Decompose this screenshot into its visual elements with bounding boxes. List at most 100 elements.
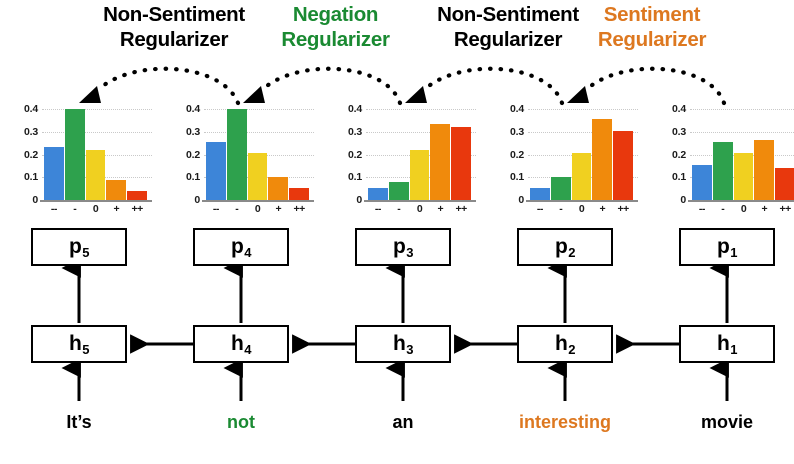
y-tick-label: 0.1 xyxy=(348,171,362,184)
hidden-box-h1[interactable]: h1 xyxy=(679,325,775,363)
bar-neutral xyxy=(571,153,592,200)
x-axis-p2: ---0+++ xyxy=(530,203,633,215)
y-tick-label: 0.1 xyxy=(672,171,686,184)
bar-plusplus xyxy=(451,127,471,200)
x-axis-p5: ---0+++ xyxy=(44,203,147,215)
plot-area-p1 xyxy=(688,98,794,202)
x-tick-label: -- xyxy=(212,203,219,215)
input-word-4: interesting xyxy=(518,412,612,432)
x-tick-label: 0 xyxy=(92,203,99,215)
y-tick-label: 0.1 xyxy=(24,171,38,184)
x-tick-label: ++ xyxy=(779,203,791,215)
gridline xyxy=(204,109,314,111)
bar-group-p5 xyxy=(44,100,147,200)
output-box-p2[interactable]: p2 xyxy=(517,228,613,266)
node-label: h1 xyxy=(716,332,738,357)
x-tick-label: - xyxy=(721,203,725,215)
x-tick-label: ++ xyxy=(455,203,467,215)
output-box-p4[interactable]: p4 xyxy=(193,228,289,266)
x-tick-label: -- xyxy=(50,203,57,215)
x-tick-label: - xyxy=(235,203,239,215)
input-word-1: It’s xyxy=(66,412,92,432)
y-tick-label: 0.3 xyxy=(348,125,362,138)
bar-neutral xyxy=(85,150,106,200)
y-tick-label: 0 xyxy=(356,194,362,206)
regularizer-caption-sentiment: Sentiment Regularizer xyxy=(577,2,727,52)
x-axis-line xyxy=(688,200,794,202)
bar-plus xyxy=(430,123,451,200)
bar-minus xyxy=(550,177,571,200)
caption-line-1: Sentiment xyxy=(603,3,701,26)
bar-group-p3 xyxy=(368,100,471,200)
y-axis-p3: 0.4 0.3 0.2 0.1 0 xyxy=(332,98,365,206)
x-tick-label: 0 xyxy=(740,203,747,215)
x-tick-label: -- xyxy=(698,203,705,215)
hidden-box-h3[interactable]: h3 xyxy=(355,325,451,363)
y-tick-label: 0.1 xyxy=(510,171,524,184)
x-tick-label: - xyxy=(559,203,563,215)
bar-neutral xyxy=(733,153,754,200)
gridline xyxy=(366,131,476,133)
x-tick-label: + xyxy=(275,203,282,215)
input-word-3: an xyxy=(392,412,414,432)
plot-area-p2 xyxy=(526,98,638,202)
plot-area-p5 xyxy=(40,98,152,202)
output-box-p1[interactable]: p1 xyxy=(679,228,775,266)
gridline xyxy=(690,109,794,111)
x-tick-label: - xyxy=(73,203,77,215)
bar-neutral xyxy=(409,150,430,200)
regularizer-caption-non-sentiment-2: Non-Sentiment Regularizer xyxy=(398,2,618,52)
y-tick-label: 0.3 xyxy=(186,125,200,138)
bar-minus xyxy=(64,109,85,200)
x-tick-label: 0 xyxy=(254,203,261,215)
output-box-p3[interactable]: p3 xyxy=(355,228,451,266)
bar-plusplus xyxy=(775,168,794,200)
x-axis-line xyxy=(202,200,314,202)
node-label: h2 xyxy=(554,332,576,357)
hidden-box-h2[interactable]: h2 xyxy=(517,325,613,363)
caption-line-1: Non-Sentiment xyxy=(437,3,579,26)
x-axis-line xyxy=(40,200,152,202)
x-tick-label: - xyxy=(397,203,401,215)
y-tick-label: 0.3 xyxy=(672,125,686,138)
gridline xyxy=(690,131,794,133)
hidden-box-h4[interactable]: h4 xyxy=(193,325,289,363)
x-tick-label: ++ xyxy=(617,203,629,215)
bar-minusminus xyxy=(530,187,550,200)
bar-minus xyxy=(712,142,733,200)
node-label: h5 xyxy=(68,332,90,357)
x-tick-label: 0 xyxy=(416,203,423,215)
x-tick-label: + xyxy=(761,203,768,215)
x-tick-label: -- xyxy=(536,203,543,215)
bar-plusplus xyxy=(127,190,147,200)
input-word-2: not xyxy=(227,412,255,432)
bar-plus xyxy=(106,179,127,200)
node-label: p3 xyxy=(392,235,414,260)
node-label: p1 xyxy=(716,235,738,260)
caption-line-2: Regularizer xyxy=(281,28,390,51)
y-tick-label: 0.2 xyxy=(510,148,524,161)
hidden-box-h5[interactable]: h5 xyxy=(31,325,127,363)
regularizer-caption-negation: Negation Regularizer xyxy=(263,2,408,52)
gridline xyxy=(528,131,638,133)
y-tick-label: 0.4 xyxy=(348,103,362,116)
caption-line-2: Regularizer xyxy=(453,28,563,51)
node-label: h3 xyxy=(392,332,414,357)
bar-minusminus xyxy=(206,142,226,200)
y-tick-label: 0.4 xyxy=(510,103,524,116)
bar-group-p2 xyxy=(530,100,633,200)
caption-line-1: Negation xyxy=(292,3,379,26)
bar-plusplus xyxy=(289,187,309,200)
x-tick-label: + xyxy=(437,203,444,215)
x-axis-p4: ---0+++ xyxy=(206,203,309,215)
y-tick-label: 0.2 xyxy=(348,148,362,161)
output-box-p5[interactable]: p5 xyxy=(31,228,127,266)
